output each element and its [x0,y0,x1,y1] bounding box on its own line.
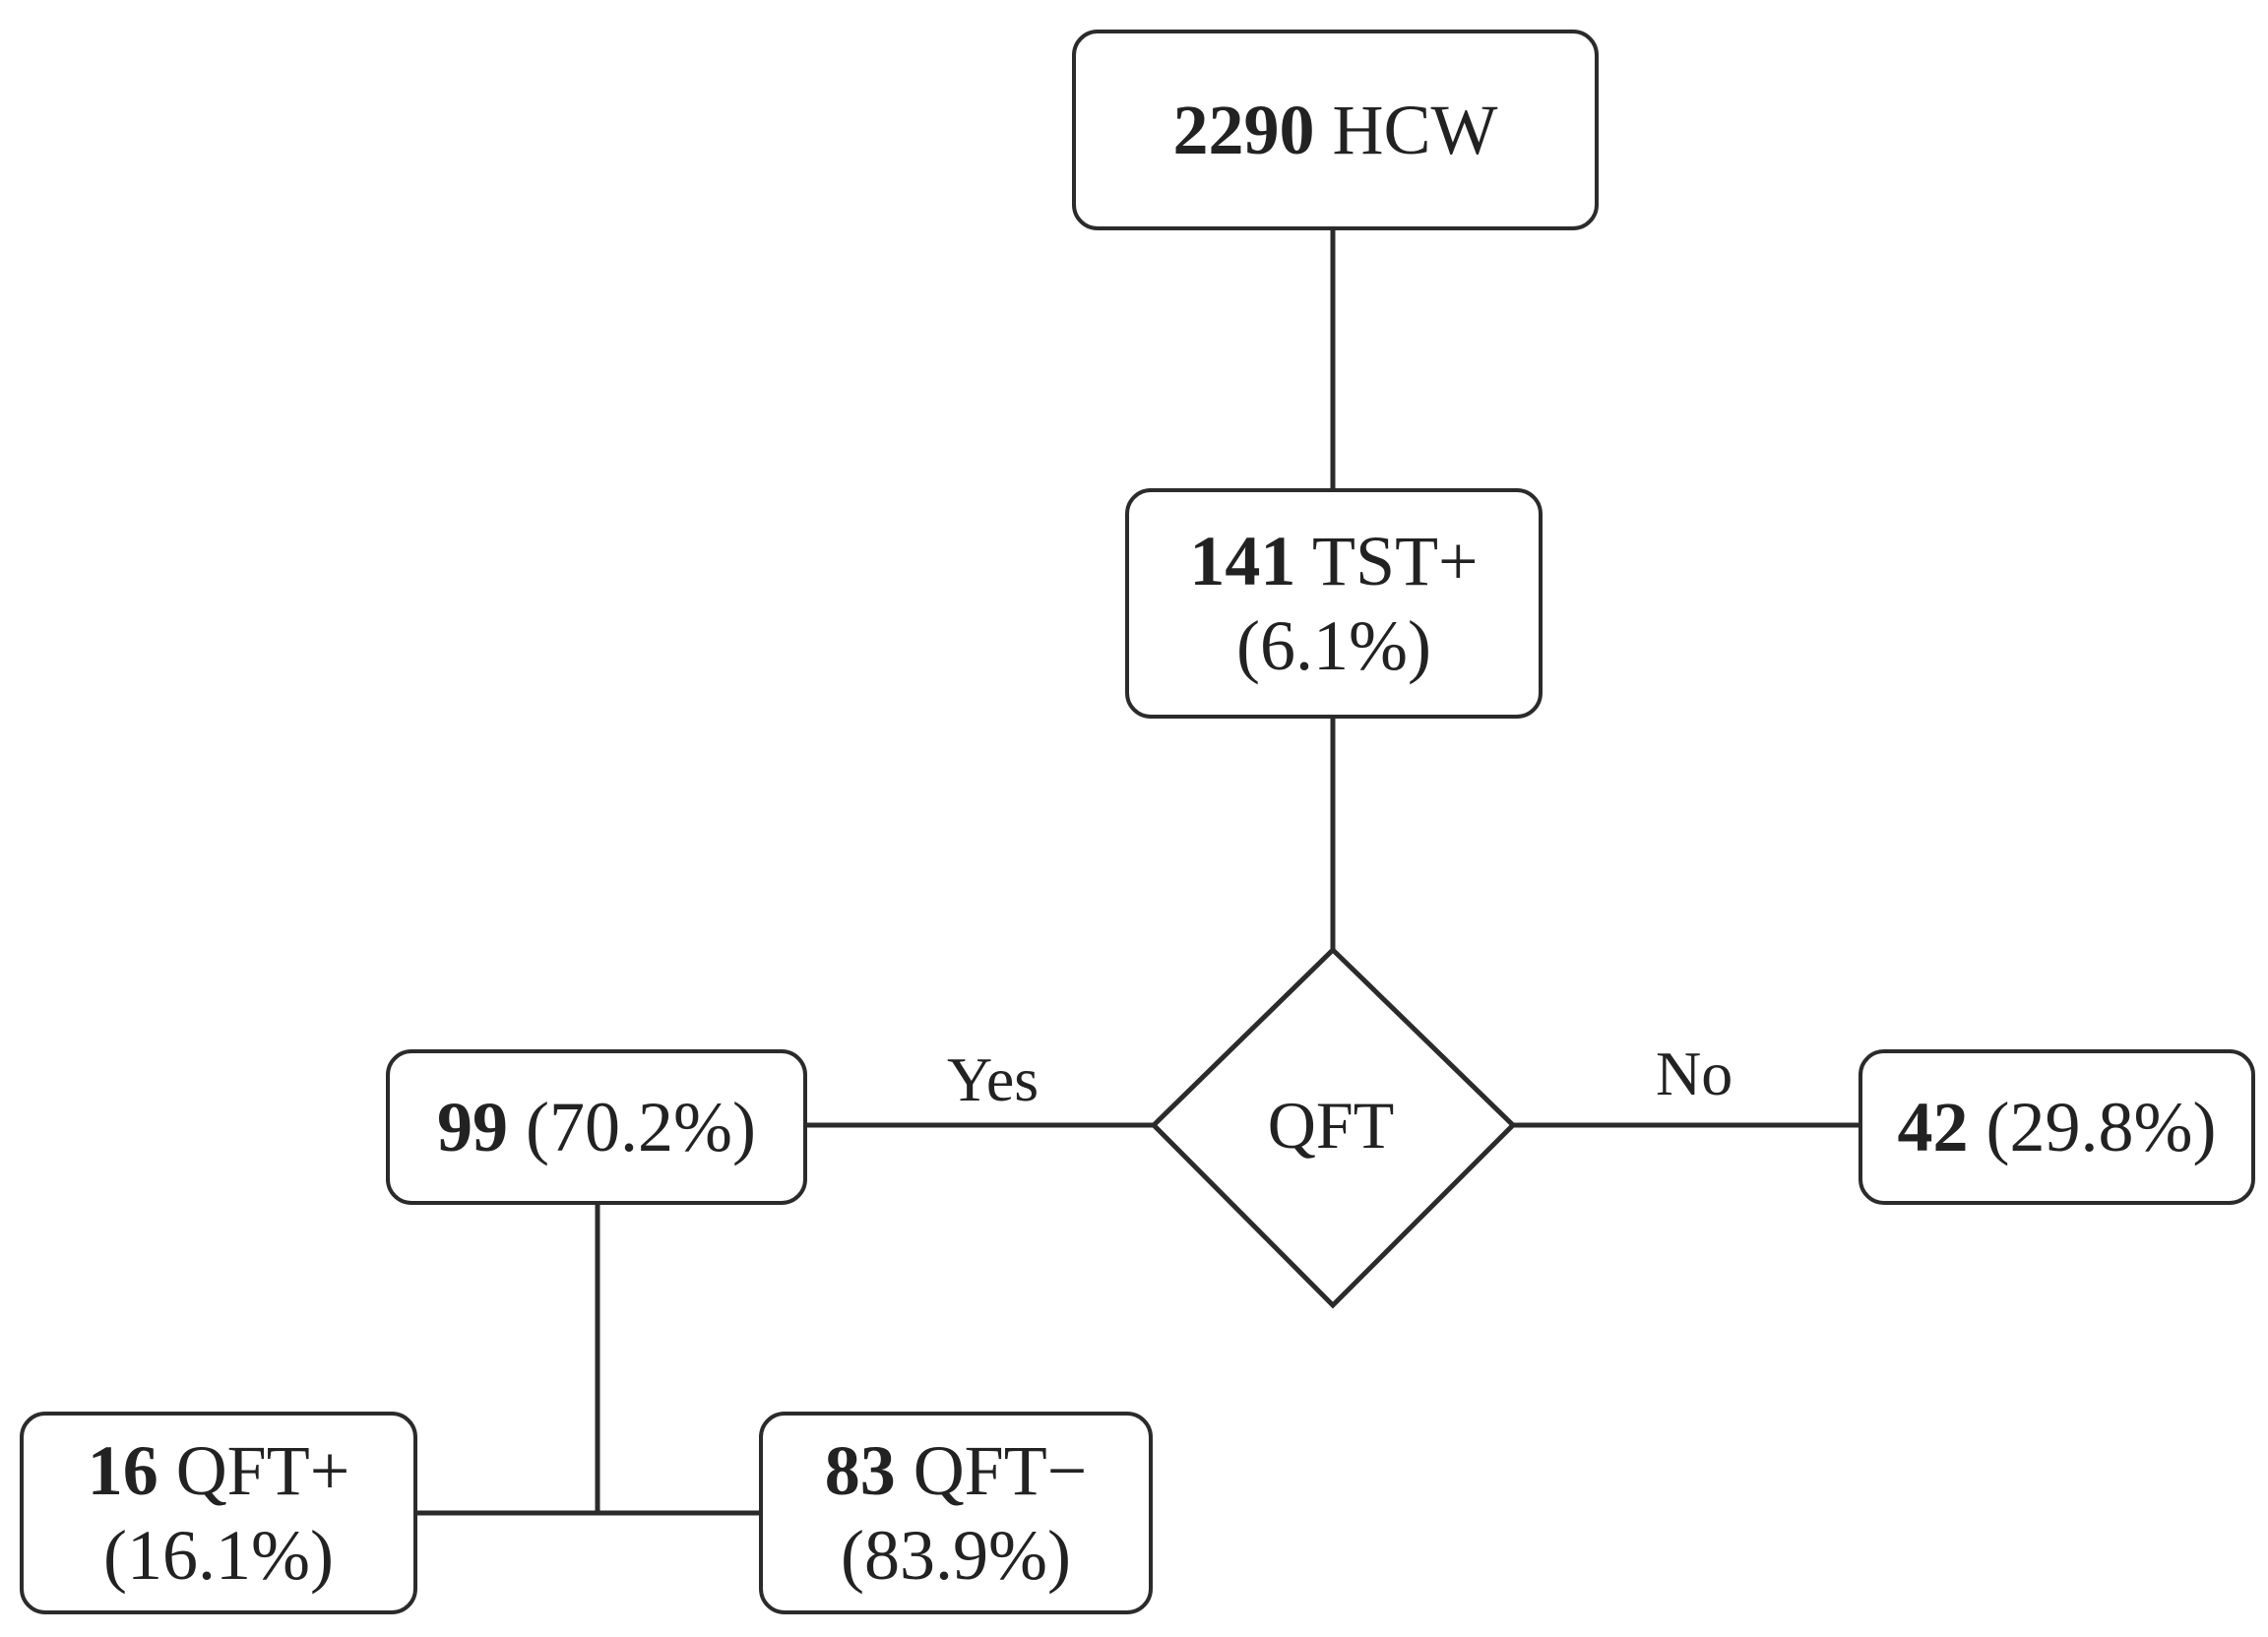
node-qft-positive-title: 16 QFT+ [88,1428,350,1513]
node-total-hcw: 2290 HCW [1072,30,1599,230]
node-qft-negative-pct: (83.9%) [841,1516,1071,1595]
node-qft-positive-label: QFT+ [175,1430,350,1510]
node-total-hcw-text: 2290 HCW [1173,88,1498,172]
node-qft-not-done-count: 42 [1897,1087,1969,1166]
node-qft-not-done-pct: (29.8%) [1985,1087,2217,1166]
node-qft-done-count: 99 [437,1087,509,1166]
decision-diamond [1150,946,1517,1309]
node-qft-positive-pct: (16.1%) [103,1516,334,1595]
node-tst-positive-pct: (6.1%) [1236,606,1431,685]
node-qft-done: 99 (70.2%) [386,1049,807,1205]
node-qft-negative-label: QFT− [913,1430,1088,1510]
node-qft-not-done: 42 (29.8%) [1858,1049,2255,1205]
node-qft-positive-count: 16 [87,1430,158,1510]
node-tst-positive-title: 141 TST+ [1189,519,1478,603]
node-qft-not-done-text: 42 (29.8%) [1898,1085,2217,1169]
node-total-hcw-count: 2290 [1172,90,1315,169]
node-tst-positive-count: 141 [1189,521,1296,600]
edge-label-no: No [1656,1039,1733,1108]
decision-label: QFT [1267,1087,1395,1163]
node-qft-negative-count: 83 [824,1430,896,1510]
node-qft-negative-title: 83 QFT− [825,1428,1088,1513]
node-qft-done-text: 99 (70.2%) [437,1085,756,1169]
node-tst-positive-label: TST+ [1312,521,1479,600]
edge-label-yes: Yes [947,1044,1040,1114]
node-qft-done-pct: (70.2%) [526,1087,756,1166]
node-total-hcw-label: HCW [1332,90,1498,169]
node-qft-positive: 16 QFT+ (16.1%) [20,1412,417,1614]
node-qft-negative: 83 QFT− (83.9%) [759,1412,1153,1614]
node-tst-positive: 141 TST+ (6.1%) [1125,488,1543,719]
